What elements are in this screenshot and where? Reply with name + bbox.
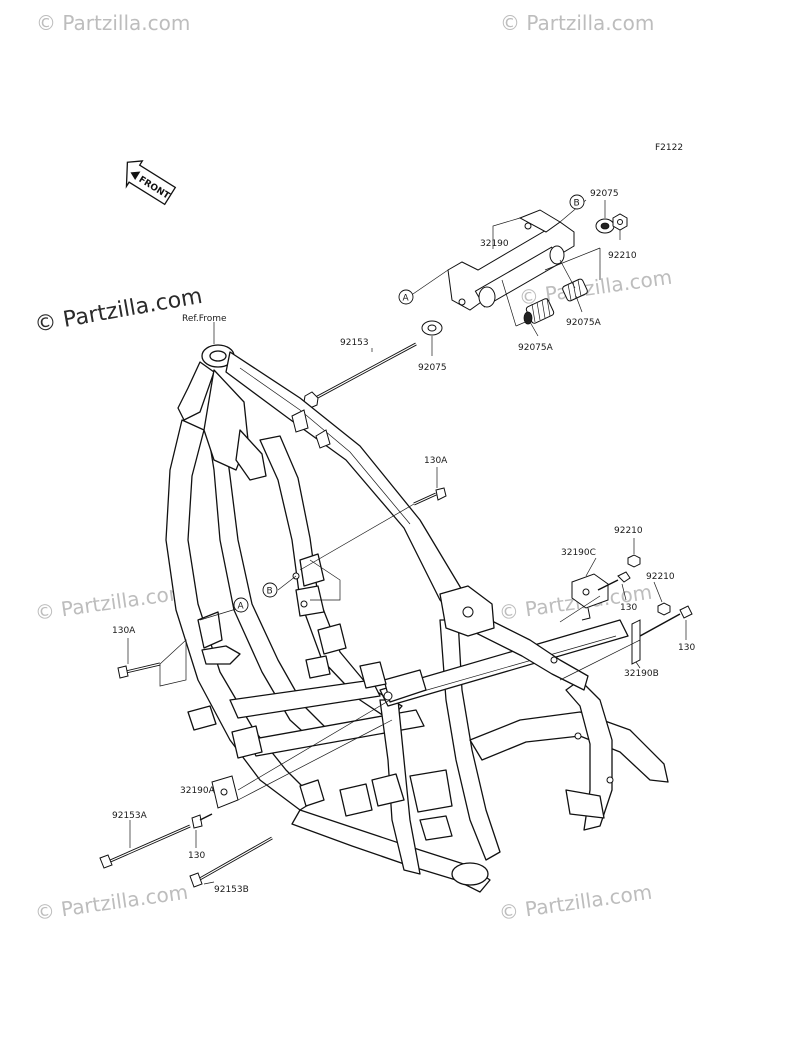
- label-92210-mid1: 92210: [614, 526, 643, 536]
- svg-text:A: A: [403, 294, 410, 304]
- watermark-top-left: © Partzilla.com: [36, 11, 190, 35]
- label-92075A-right: 92075A: [566, 318, 602, 328]
- washer-92075-bottom: [421, 320, 443, 336]
- label-130-right: 130: [678, 643, 695, 653]
- svg-text:A: A: [238, 602, 245, 612]
- diagram-code: F2122: [655, 143, 683, 153]
- watermark-main: © Partzilla.com: [33, 284, 205, 338]
- marker-a-left: A: [233, 597, 249, 613]
- label-130A-left: 130A: [112, 626, 136, 636]
- bolt-92153A: [99, 824, 191, 869]
- label-130A-top: 130A: [424, 456, 448, 466]
- label-92153B: 92153B: [214, 885, 249, 895]
- label-92153: 92153: [340, 338, 369, 348]
- label-92153A: 92153A: [112, 811, 148, 821]
- label-32190: 32190: [480, 239, 509, 249]
- label-32190A: 32190A: [180, 786, 216, 796]
- label-92075-top: 92075: [590, 189, 619, 199]
- washer-92075-top: [595, 218, 615, 234]
- label-130-mid: 130: [620, 603, 637, 613]
- front-arrow-icon: FRONT: [125, 160, 177, 206]
- label-32190B: 32190B: [624, 669, 659, 679]
- marker-b-top: B: [569, 194, 585, 210]
- svg-text:B: B: [574, 199, 580, 209]
- nut-92210-mid1: [627, 554, 641, 568]
- callout-labels: Ref.Frome 32190 92075 92210 92075A 92075…: [112, 189, 695, 895]
- damper-92075A-right: [562, 278, 588, 302]
- motorcycle-frame: [165, 344, 669, 893]
- bracket-32190C: [571, 573, 609, 621]
- bolt-92153: [303, 342, 417, 409]
- bolt-130-mid: [597, 571, 631, 591]
- watermark-mid-left: © Partzilla.com: [33, 580, 189, 625]
- svg-text:B: B: [267, 587, 273, 597]
- marker-a-top: A: [398, 289, 414, 305]
- nut-92210-top: [612, 213, 628, 231]
- bolt-130A-top: [413, 487, 447, 506]
- damper-92075A-left: [523, 297, 555, 325]
- watermark-bottom-left: © Partzilla.com: [33, 880, 189, 925]
- ref-frame-label: Ref.Frome: [182, 314, 227, 324]
- label-130-bottom: 130: [188, 851, 205, 861]
- label-92075-bottom: 92075: [418, 363, 447, 373]
- mount-bracket-32190: [447, 209, 575, 311]
- bolt-92153B: [189, 836, 273, 888]
- nut-92210-mid2: [657, 602, 671, 616]
- label-92075A-left: 92075A: [518, 343, 554, 353]
- watermark-bottom-right: © Partzilla.com: [497, 880, 653, 925]
- marker-b-left: B: [262, 582, 278, 598]
- label-32190C: 32190C: [561, 548, 596, 558]
- label-92210-mid2: 92210: [646, 572, 675, 582]
- bolt-130-bottom: [191, 813, 213, 829]
- plate-32190A: [211, 775, 239, 809]
- bolt-130-right: [639, 605, 693, 637]
- label-92210-top: 92210: [608, 251, 637, 261]
- bolt-130A-left: [117, 662, 161, 679]
- watermark-top-right: © Partzilla.com: [500, 11, 654, 35]
